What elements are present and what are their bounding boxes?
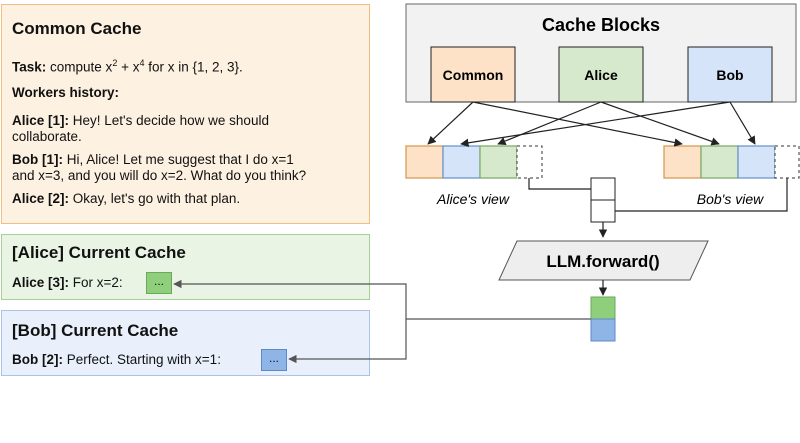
alice-view-label: Alice's view	[436, 191, 510, 207]
task-text-mid: + x	[117, 59, 140, 75]
alice-block	[558, 46, 644, 103]
alice-view-empty-slot	[516, 145, 543, 179]
bob-view-to-batch-connector	[615, 178, 788, 212]
common-cache-panel: Common Cache Task: compute x2 + x4 for x…	[1, 4, 370, 224]
alice-cache-text: For x=2:	[69, 275, 123, 290]
bob-cache-text: Perfect. Starting with x=1:	[63, 352, 221, 367]
task-text-pre: compute x	[50, 59, 113, 75]
alice-cache-line: Alice [3]: For x=2:	[12, 275, 123, 291]
message-speaker: Alice [2]:	[12, 191, 70, 206]
llm-forward-box	[498, 240, 709, 281]
bob-view-label: Bob's view	[697, 191, 764, 207]
alice-view-to-batch-connector	[528, 178, 591, 190]
message-bob-1: Bob [1]: Hi, Alice! Let me suggest that …	[12, 152, 306, 184]
alice-cache-title: [Alice] Current Cache	[12, 243, 186, 262]
common-block	[430, 46, 516, 103]
bob-cache-title: [Bob] Current Cache	[12, 321, 179, 340]
bob-view-common-cell	[663, 145, 702, 179]
message-speaker: Alice [1]:	[12, 113, 70, 128]
task-label: Task:	[12, 59, 47, 75]
task-exponent-1: 2	[112, 58, 118, 68]
message-text: collaborate.	[12, 129, 82, 144]
alice-cache-speaker: Alice [3]:	[12, 275, 70, 290]
message-alice-2: Alice [2]: Okay, let's go with that plan…	[12, 191, 240, 207]
bob-pending-token-chip: ...	[261, 349, 287, 371]
bob-cache-speaker: Bob [2]:	[12, 352, 63, 367]
bob-view-empty-slot	[774, 145, 800, 179]
message-speaker: Bob [1]:	[12, 152, 63, 167]
message-text: and x=3, and you will do x=2. What do yo…	[12, 168, 307, 183]
bob-view-cells	[663, 145, 800, 179]
batch-slot-alice	[590, 177, 616, 201]
alice-pending-token-chip: ...	[146, 272, 172, 294]
batch-slot-bob	[590, 199, 616, 223]
bob-view-bob-cell	[737, 145, 776, 179]
arrow-bob-to-alice-view	[460, 101, 731, 147]
task-line: Task: compute x2 + x4 for x in {1, 2, 3}…	[12, 55, 243, 76]
block-to-view-arrows	[427, 101, 756, 147]
arrow-common-to-bob-view	[472, 101, 683, 147]
message-text: Okay, let's go with that plan.	[69, 191, 241, 206]
bob-block	[687, 46, 773, 103]
alice-current-cache-panel: [Alice] Current Cache Alice [3]: For x=2…	[1, 234, 370, 300]
message-text: Hi, Alice! Let me suggest that I do x=1	[63, 152, 294, 167]
arrow-alice-to-bob-view	[600, 101, 720, 146]
workers-history-label: Workers history:	[12, 85, 120, 100]
arrow-common-to-alice-view	[427, 101, 474, 145]
alice-view-bob-cell	[442, 145, 481, 179]
bob-current-cache-panel: [Bob] Current Cache Bob [2]: Perfect. St…	[1, 310, 370, 376]
alice-block-label: Alice	[584, 67, 618, 83]
output-token-alice	[590, 296, 616, 320]
cache-blocks-title: Cache Blocks	[542, 15, 660, 35]
bob-cache-line: Bob [2]: Perfect. Starting with x=1:	[12, 352, 221, 368]
llm-forward-label: LLM.forward()	[546, 252, 659, 271]
task-text-post: for x in {1, 2, 3}.	[144, 59, 243, 75]
output-to-alice-cache-arrow	[173, 279, 591, 320]
output-token-bob	[590, 318, 616, 342]
common-cache-title: Common Cache	[12, 19, 142, 38]
arrow-alice-to-alice-view	[497, 101, 602, 146]
alice-view-alice-cell	[479, 145, 518, 179]
common-block-label: Common	[443, 67, 504, 83]
output-to-bob-cache-arrow	[288, 319, 407, 364]
bob-block-label: Bob	[716, 67, 743, 83]
bob-view-alice-cell	[700, 145, 739, 179]
alice-view-common-cell	[405, 145, 444, 179]
task-exponent-2: 4	[139, 58, 145, 68]
alice-view-cells	[405, 145, 543, 179]
message-text: Hey! Let's decide how we should	[69, 113, 269, 128]
arrow-bob-to-bob-view	[729, 101, 756, 145]
message-alice-1: Alice [1]: Hey! Let's decide how we shou…	[12, 113, 269, 145]
